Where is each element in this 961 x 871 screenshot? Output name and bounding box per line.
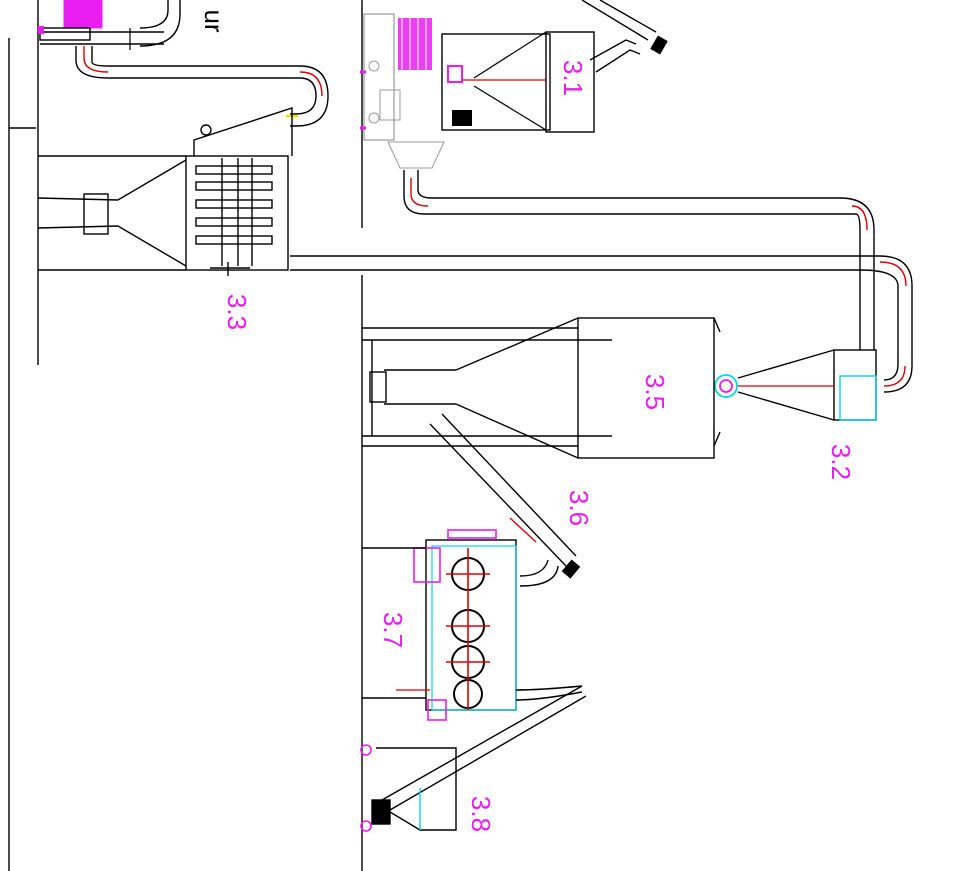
upper-left-duct <box>75 0 329 127</box>
label-3-8: 3.8 <box>466 795 496 833</box>
frame-lines <box>8 0 363 871</box>
main-horizontal-duct <box>290 255 913 393</box>
mixer-3-7 <box>362 529 583 721</box>
equipment-3-1 <box>360 13 595 169</box>
label-3-2: 3.2 <box>826 443 856 481</box>
label-3-3: 3.3 <box>222 293 252 331</box>
label-3-6: 3.6 <box>564 489 594 527</box>
cyclone-3-2 <box>714 349 877 421</box>
label-3-5: 3.5 <box>640 373 670 411</box>
label-3-1: 3.1 <box>558 59 588 97</box>
partial-word-label: ur <box>199 9 229 33</box>
filter-unit-3-3 <box>37 107 293 276</box>
screw-conveyor-3-1-top <box>581 0 668 73</box>
conveyor-3-8 <box>360 685 587 832</box>
label-3-7: 3.7 <box>378 611 408 649</box>
silo-3-5 <box>362 317 721 459</box>
top-left-fan-unit <box>38 0 164 50</box>
duct-3-1-outlet <box>403 170 875 350</box>
screw-conveyor-3-6 <box>429 413 581 587</box>
